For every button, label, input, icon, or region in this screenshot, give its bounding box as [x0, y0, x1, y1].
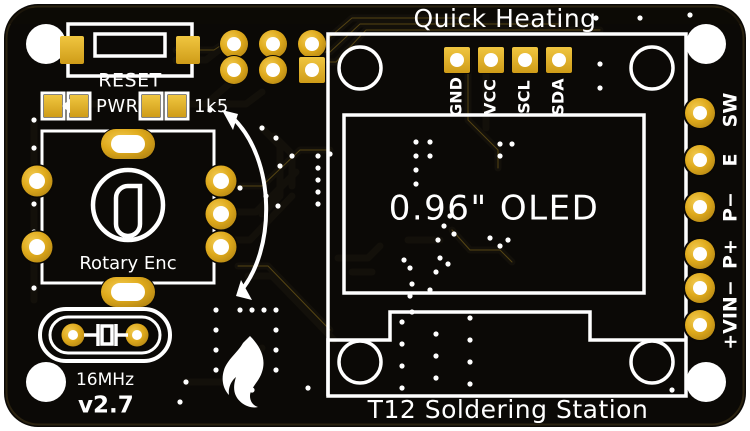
crystal-pad-left — [60, 322, 86, 348]
i2c-pad-vcc — [477, 46, 505, 74]
edge-label-vin: +VIN− — [720, 280, 742, 350]
crystal-symbol — [84, 324, 128, 346]
edge-pad-vin-plus — [683, 308, 717, 342]
resistor-pad-right — [168, 95, 186, 117]
oled-i2c-header[interactable]: GND VCC SCL SDA — [443, 46, 573, 117]
edge-label-sw: SW — [720, 93, 742, 128]
i2c-pad-scl — [511, 46, 539, 74]
pwr-label: PWR — [96, 96, 139, 117]
rotary-encoder[interactable]: Rotary Enc — [20, 128, 238, 308]
rotary-pad-left-a — [20, 164, 54, 198]
edge-pad-p-plus — [683, 237, 717, 271]
oled-module: 0.96" OLED — [326, 32, 688, 398]
mounting-hole-top-left — [26, 24, 66, 64]
crystal-oscillator: 16MHz — [38, 307, 172, 390]
i2c-pad-gnd — [443, 46, 471, 74]
oled-hole-top-right — [629, 45, 675, 91]
resistor-label: 1k5 — [194, 96, 229, 117]
rotary-pad-right-b — [204, 197, 238, 231]
isp-pad — [219, 29, 249, 59]
isp-pad — [258, 55, 288, 85]
reset-label: RESET — [98, 70, 161, 92]
edge-label-p-plus: P+ — [720, 239, 742, 269]
oled-hole-top-left — [337, 45, 383, 91]
edge-pad-e — [683, 143, 717, 177]
flame-icon — [222, 336, 264, 408]
oled-glass-area — [342, 113, 646, 295]
edge-pad-sw — [683, 96, 717, 130]
edge-label-p-minus: P− — [720, 192, 742, 222]
oled-module-outline — [326, 32, 688, 398]
edge-pad-p-minus — [683, 190, 717, 224]
isp-programming-header[interactable] — [219, 29, 327, 85]
oled-bottom-keepout — [326, 310, 686, 396]
crystal-label: 16MHz — [76, 370, 134, 390]
isp-pad — [258, 29, 288, 59]
reset-button-cap — [93, 32, 167, 58]
rotary-shaft-circle — [90, 167, 166, 243]
rotary-shaft-flat — [113, 183, 143, 239]
reset-pad-left — [60, 36, 84, 64]
right-edge-connector[interactable]: SW E P− P+ +VIN− — [683, 93, 742, 350]
crystal-outline-outer — [38, 307, 172, 363]
rotary-tab-bottom — [100, 276, 156, 308]
resistor-1k5: 1k5 — [138, 91, 229, 121]
rotary-label: Rotary Enc — [79, 253, 176, 274]
reset-pad-right — [176, 36, 200, 64]
rotary-pad-right-a — [204, 164, 238, 198]
board-title-bottom: T12 Soldering Station — [367, 395, 649, 424]
rotary-tab-top — [100, 128, 156, 160]
i2c-label-scl: SCL — [515, 80, 534, 113]
board-version: v2.7 — [78, 393, 134, 419]
mounting-holes — [26, 24, 726, 402]
reset-switch[interactable]: RESET — [60, 22, 200, 92]
mounting-hole-bottom-right — [686, 362, 726, 402]
i2c-label-sda: SDA — [549, 78, 568, 116]
rotary-pad-left-b — [20, 230, 54, 264]
rotary-pad-right-c — [204, 230, 238, 264]
mounting-hole-top-right — [686, 24, 726, 64]
i2c-label-gnd: GND — [447, 77, 466, 117]
i2c-label-vcc: VCC — [481, 79, 500, 115]
mounting-hole-bottom-left — [26, 362, 66, 402]
board-title-top: Quick Heating — [413, 4, 596, 33]
oled-label: 0.96" OLED — [389, 189, 600, 229]
resistor-pad-left — [142, 95, 160, 117]
edge-label-e: E — [720, 154, 742, 167]
isp-pad — [297, 29, 327, 59]
curved-arrow — [222, 110, 269, 300]
crystal-pad-right — [124, 322, 150, 348]
isp-pad — [219, 55, 249, 85]
led-polarity-marker — [62, 99, 70, 113]
edge-pad-vin-minus — [683, 271, 717, 305]
crystal-outline-inner — [48, 315, 162, 355]
pwr-pad-left — [44, 95, 62, 117]
pwr-pad-right — [70, 95, 88, 117]
i2c-pad-sda — [545, 46, 573, 74]
isp-pad-pin1 — [298, 56, 326, 84]
pwr-led: PWR — [40, 91, 139, 121]
